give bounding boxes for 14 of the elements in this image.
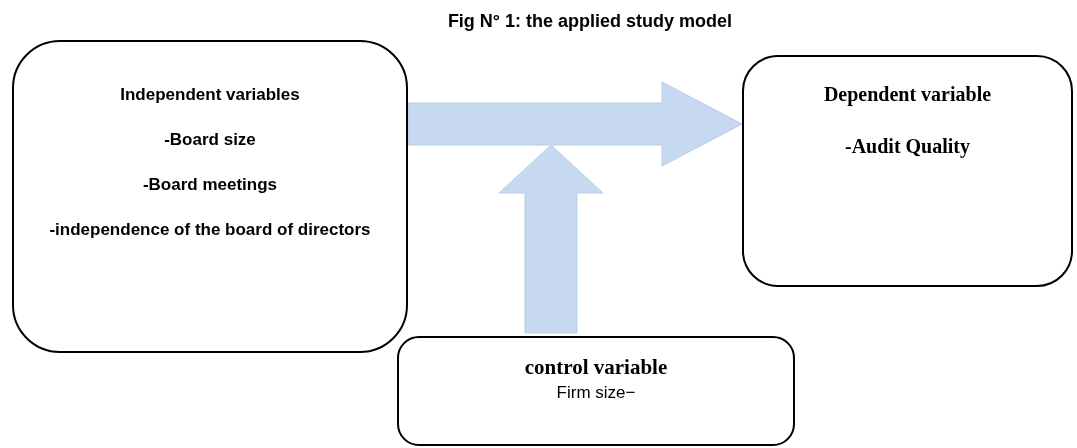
node-text: Firm size−	[556, 382, 636, 404]
node-text: -Audit Quality	[845, 134, 970, 160]
node-text: control variable	[524, 354, 668, 380]
node-text: -Board meetings	[142, 174, 278, 196]
block-arrow	[498, 144, 604, 334]
figure-title: Fig N° 1: the applied study model	[446, 10, 734, 33]
node-text: Independent variables	[120, 84, 300, 106]
rounded-box	[12, 40, 408, 353]
block-arrow	[407, 81, 743, 167]
node-text: -independence of the board of directors	[48, 219, 372, 241]
rounded-box	[742, 55, 1073, 287]
node-text: -Board size	[164, 129, 256, 151]
rounded-box	[397, 336, 795, 446]
node-text: Dependent variable	[823, 82, 992, 108]
